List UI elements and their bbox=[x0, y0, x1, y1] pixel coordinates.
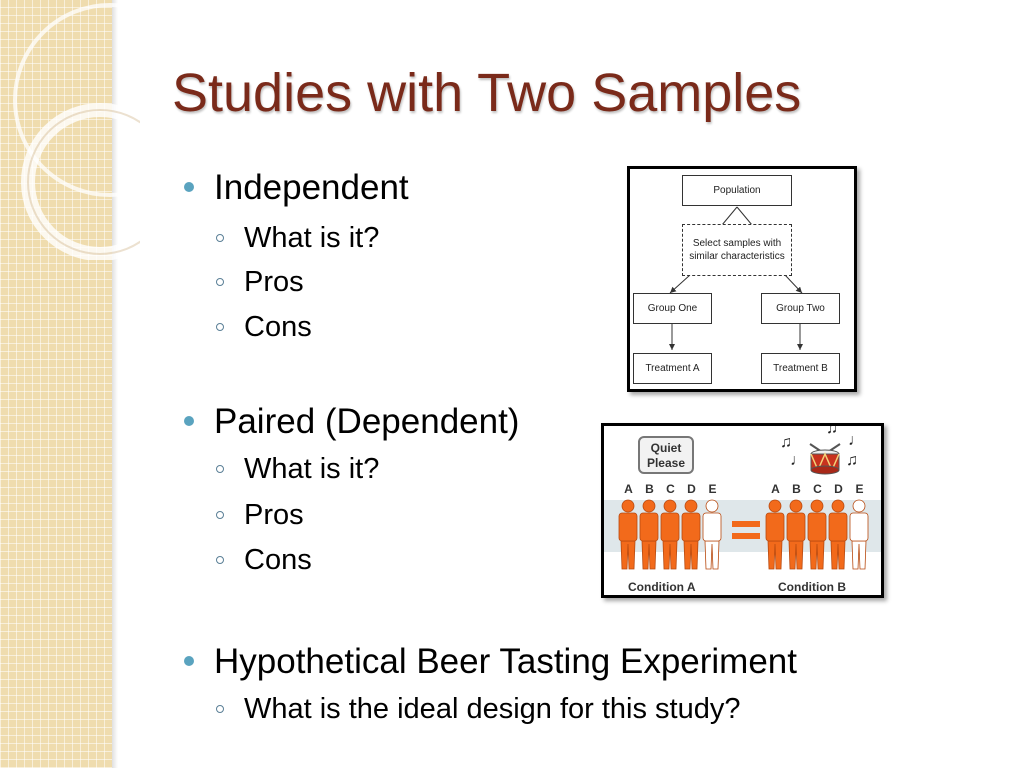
person-figure bbox=[765, 499, 785, 570]
bullet-dot-icon bbox=[184, 416, 194, 426]
sub-bullet-ring-icon bbox=[216, 511, 224, 519]
condition-a-label: Condition A bbox=[628, 580, 696, 594]
bullet-dot-icon bbox=[184, 182, 194, 192]
sub-bullet-ring-icon bbox=[216, 278, 224, 286]
bullet-label: Independent bbox=[214, 168, 409, 207]
person-figure bbox=[807, 499, 827, 570]
sub-bullet-label: What is it? bbox=[244, 453, 380, 485]
drum-icon bbox=[809, 443, 841, 475]
flowchart-arrows bbox=[669, 206, 803, 350]
person-figure bbox=[681, 499, 701, 570]
side-strip-shadow bbox=[112, 0, 118, 768]
treatment-b-box: Treatment B bbox=[761, 353, 840, 384]
subject-letter: A bbox=[624, 482, 633, 496]
group-one-box: Group One bbox=[633, 293, 712, 324]
music-note-icon: ♫ bbox=[846, 452, 858, 469]
person-figure bbox=[849, 499, 869, 570]
treatment-a-box: Treatment A bbox=[633, 353, 712, 384]
person-figure bbox=[618, 499, 638, 570]
music-note-icon: ♩ bbox=[790, 452, 806, 469]
select-samples-box: Select samples with similar characterist… bbox=[682, 224, 792, 276]
person-figure bbox=[639, 499, 659, 570]
subject-letter: B bbox=[645, 482, 654, 496]
decorative-rings bbox=[13, 3, 140, 260]
sub-bullet-label: What is the ideal design for this study? bbox=[244, 693, 741, 725]
sub-bullet-label: Cons bbox=[244, 544, 312, 576]
sub-bullet-ring-icon bbox=[216, 465, 224, 473]
sub-bullet-label: Cons bbox=[244, 311, 312, 343]
bullet-label: Paired (Dependent) bbox=[214, 402, 520, 441]
subject-letter: A bbox=[771, 482, 780, 496]
sub-bullet-ring-icon bbox=[216, 705, 224, 713]
sub-bullet-ring-icon bbox=[216, 556, 224, 564]
subject-letter: B bbox=[792, 482, 801, 496]
person-figure bbox=[828, 499, 848, 570]
subject-letter: D bbox=[834, 482, 843, 496]
condition-b-label: Condition B bbox=[778, 580, 846, 594]
people-figures bbox=[618, 499, 869, 570]
person-figure bbox=[702, 499, 722, 570]
music-note-icon: ♫ bbox=[780, 434, 792, 451]
music-note-icon: ♫ bbox=[826, 423, 838, 437]
sub-bullet-label: Pros bbox=[244, 499, 304, 531]
bullet-dot-icon bbox=[184, 656, 194, 666]
person-figure bbox=[786, 499, 806, 570]
subject-letter: D bbox=[687, 482, 696, 496]
sub-bullet-ring-icon bbox=[216, 234, 224, 242]
equals-icon bbox=[732, 521, 760, 539]
independent-samples-flowchart: Population Select samples with similar c… bbox=[627, 166, 857, 392]
subject-letter: C bbox=[813, 482, 822, 496]
subject-letter: E bbox=[855, 482, 864, 496]
population-box: Population bbox=[682, 175, 792, 206]
bullet-label: Hypothetical Beer Tasting Experiment bbox=[214, 642, 797, 681]
sub-bullet-label: What is it? bbox=[244, 222, 380, 254]
quiet-please-sign: Quiet Please bbox=[638, 436, 694, 474]
subject-letter: E bbox=[708, 482, 717, 496]
person-figure bbox=[660, 499, 680, 570]
subject-letter: C bbox=[666, 482, 675, 496]
sub-bullet-label: Pros bbox=[244, 266, 304, 298]
music-note-icon: ♩ bbox=[848, 432, 864, 449]
group-two-box: Group Two bbox=[761, 293, 840, 324]
sub-bullet-ring-icon bbox=[216, 323, 224, 331]
slide-title: Studies with Two Samples bbox=[172, 63, 802, 123]
